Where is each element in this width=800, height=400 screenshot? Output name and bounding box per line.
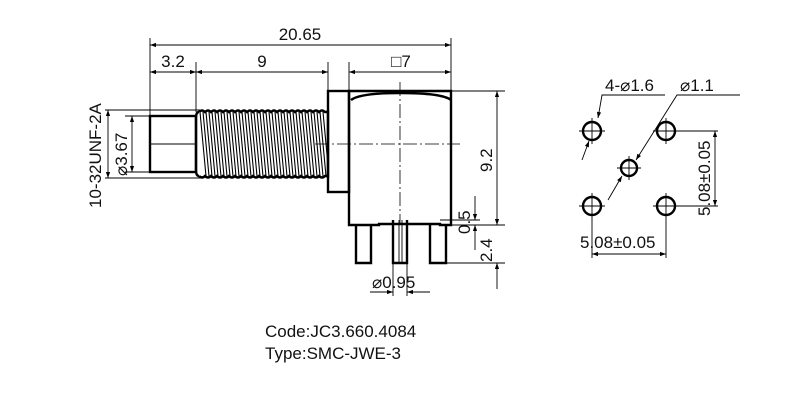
side-view: 20.65 3.2 9 □7 (86, 25, 505, 296)
connector-flange (326, 89, 351, 194)
hole-center (619, 158, 639, 178)
hole-bottom-right (655, 195, 677, 217)
connector-body (315, 82, 460, 227)
part-type: Type:SMC-JWE-3 (265, 344, 402, 363)
standoff-label: 0.5 (455, 210, 474, 234)
tip-length-label: 3.2 (161, 52, 185, 71)
overall-length-label: 20.65 (279, 25, 322, 44)
pin-diameter-label: ⌀0.95 (372, 273, 415, 292)
center-hole-label: ⌀1.1 (680, 76, 714, 95)
body-height-label: 9.2 (477, 148, 496, 172)
hole-top-right (655, 120, 677, 142)
thread-spec-label: 10-32UNF-2A (86, 102, 105, 208)
pin-length-label: 2.4 (477, 238, 496, 262)
outer-holes-label: 4-⌀1.6 (605, 76, 654, 95)
vertical-pitch-label: 5.08±0.05 (695, 140, 714, 216)
part-code: Code:JC3.660.4084 (265, 322, 417, 341)
hole-bottom-left (581, 195, 603, 217)
thread-length-label: 9 (257, 52, 266, 71)
pcb-footprint: 4-⌀1.6 ⌀1.1 5.08±0.05 5.08±0.05 (579, 76, 740, 258)
hole-top-left (581, 120, 603, 142)
threaded-section (194, 109, 330, 179)
tip-diameter-label: ⌀3.67 (112, 133, 131, 176)
horizontal-pitch-label: 5.08±0.05 (580, 233, 656, 252)
pins (354, 220, 448, 265)
body-square-label: □7 (391, 52, 411, 71)
